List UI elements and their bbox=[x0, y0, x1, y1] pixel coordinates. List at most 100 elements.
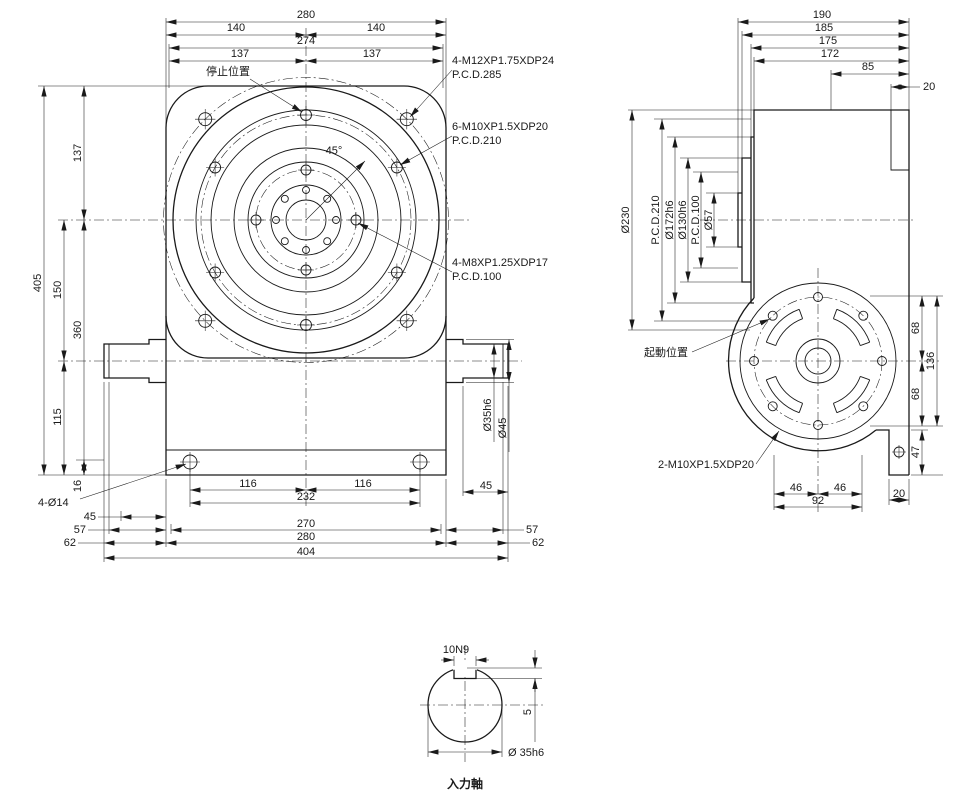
side-view: 190 185 175 172 85 20 Ø230 P.C.D.210 Ø17… bbox=[620, 9, 943, 512]
detail-title: 入力軸 bbox=[447, 776, 483, 791]
bolt-circle-pcd285 bbox=[163, 77, 449, 363]
dim-280-bottom: 280 bbox=[297, 531, 315, 543]
dim-137-left: 137 bbox=[72, 144, 84, 162]
leader-m12 bbox=[409, 69, 453, 118]
dim-175: 175 bbox=[819, 35, 837, 47]
keyway-mask bbox=[453, 663, 477, 677]
mounting-foot bbox=[876, 429, 909, 476]
front-annotations: 停止位置 4-M12XP1.75XDP24 P.C.D.285 6-M10XP1… bbox=[38, 55, 554, 509]
stop-position-label: 停止位置 bbox=[206, 64, 250, 78]
dim-232: 232 bbox=[297, 491, 315, 503]
note-base-holes: 4-Ø14 bbox=[38, 497, 69, 509]
input-shaft-detail: 10N9 5 Ø 35h6 入力軸 bbox=[420, 644, 545, 791]
angle-pointer bbox=[305, 160, 366, 221]
dim-172: 172 bbox=[821, 48, 839, 60]
side-annotations: 起動位置 2-M10XP1.5XDP20 bbox=[644, 318, 780, 471]
detail-extension-lines bbox=[427, 656, 542, 757]
cover-arc-slots bbox=[765, 308, 871, 414]
cover-bolt-circle bbox=[753, 296, 883, 426]
leader-base-holes bbox=[79, 463, 187, 500]
side-body-outline bbox=[727, 109, 910, 476]
dim-45-right: 45 bbox=[480, 480, 492, 492]
hole-crosshairs bbox=[180, 106, 430, 472]
dim-280-top: 280 bbox=[297, 9, 315, 21]
keyway bbox=[453, 669, 477, 680]
face-bottom-edge bbox=[165, 315, 447, 359]
dim-20-bottom: 20 bbox=[893, 488, 905, 500]
dim-185: 185 bbox=[815, 22, 833, 34]
dim-57-left: 57 bbox=[74, 524, 86, 536]
leader-start-position bbox=[691, 318, 771, 353]
side-face-details bbox=[739, 282, 897, 440]
output-flange-steps bbox=[737, 136, 754, 304]
left-shaft bbox=[103, 338, 166, 384]
note-m10: 6-M10XP1.5XDP20 bbox=[452, 121, 548, 133]
note-m10-pcd: P.C.D.210 bbox=[452, 135, 501, 147]
front-extension-lines bbox=[38, 18, 530, 562]
side-dimensions: 190 185 175 172 85 20 Ø230 P.C.D.210 Ø17… bbox=[620, 9, 940, 510]
side-centerlines bbox=[700, 219, 941, 512]
dim-140-right: 140 bbox=[367, 22, 385, 34]
note-m12: 4-M12XP1.75XDP24 bbox=[452, 55, 554, 67]
leader-stop-position bbox=[249, 78, 303, 113]
dim-46-right: 46 bbox=[834, 482, 846, 494]
input-housing-arc bbox=[727, 297, 877, 452]
note-m8: 4-M8XP1.25XDP17 bbox=[452, 257, 548, 269]
dim-dia230: Ø230 bbox=[620, 207, 632, 234]
dim-dia172: Ø172h6 bbox=[664, 200, 676, 239]
dim-dia45: Ø45 bbox=[497, 418, 509, 439]
back-rib bbox=[890, 110, 909, 171]
dim-68-top: 68 bbox=[910, 322, 922, 334]
dim-62-right: 62 bbox=[532, 537, 544, 549]
dim-pcd100: P.C.D.100 bbox=[690, 195, 702, 244]
dim-16: 16 bbox=[72, 480, 84, 492]
dim-136: 136 bbox=[925, 352, 937, 370]
dim-137-top-right: 137 bbox=[363, 48, 381, 60]
cover-circle bbox=[739, 282, 897, 440]
dim-274: 274 bbox=[297, 35, 315, 47]
note-m12-pcd: P.C.D.285 bbox=[452, 69, 501, 81]
dim-116-left: 116 bbox=[239, 478, 257, 490]
dim-key-width: 10N9 bbox=[443, 644, 469, 656]
leader-2m10 bbox=[755, 430, 780, 465]
dim-dia57: Ø57 bbox=[703, 210, 715, 231]
dim-46-left: 46 bbox=[790, 482, 802, 494]
dim-shaft-dia: Ø 35h6 bbox=[508, 747, 544, 759]
front-view: 280 140 140 274 137 137 405 137 360 150 … bbox=[32, 9, 554, 562]
dim-270: 270 bbox=[297, 518, 315, 530]
housing-outline bbox=[165, 85, 447, 476]
front-bolt-holes bbox=[180, 106, 430, 472]
dim-dia130: Ø130h6 bbox=[677, 200, 689, 239]
leader-m10 bbox=[399, 135, 453, 166]
outer-flange-circle bbox=[172, 86, 440, 354]
dim-150: 150 bbox=[52, 281, 64, 299]
dim-pcd210: P.C.D.210 bbox=[650, 195, 662, 244]
side-housing bbox=[753, 109, 910, 475]
dim-404: 404 bbox=[297, 546, 315, 558]
note-m8-pcd: P.C.D.100 bbox=[452, 271, 501, 283]
dim-85: 85 bbox=[862, 61, 874, 73]
dim-20-top: 20 bbox=[923, 81, 935, 93]
dim-190: 190 bbox=[813, 9, 831, 21]
dim-92: 92 bbox=[812, 495, 824, 507]
dim-360: 360 bbox=[72, 321, 84, 339]
dim-47: 47 bbox=[910, 446, 922, 458]
dim-116-right: 116 bbox=[354, 478, 372, 490]
dim-140-left: 140 bbox=[227, 22, 245, 34]
detail-centerlines bbox=[420, 645, 545, 762]
front-dimensions: 280 140 140 274 137 137 405 137 360 150 … bbox=[32, 9, 544, 561]
dim-137-top-left: 137 bbox=[231, 48, 249, 60]
shaft-grooves bbox=[108, 344, 504, 378]
dim-62-left: 62 bbox=[64, 537, 76, 549]
dim-68-bottom: 68 bbox=[910, 388, 922, 400]
dim-45-left: 45 bbox=[84, 511, 96, 523]
dim-57-right: 57 bbox=[526, 524, 538, 536]
dim-dia35: Ø35h6 bbox=[482, 398, 494, 431]
dim-115: 115 bbox=[52, 408, 64, 426]
leader-m8 bbox=[357, 222, 453, 273]
angle-45-label: 45° bbox=[326, 145, 343, 157]
note-2m10: 2-M10XP1.5XDP20 bbox=[658, 459, 754, 471]
dim-405: 405 bbox=[32, 274, 44, 292]
